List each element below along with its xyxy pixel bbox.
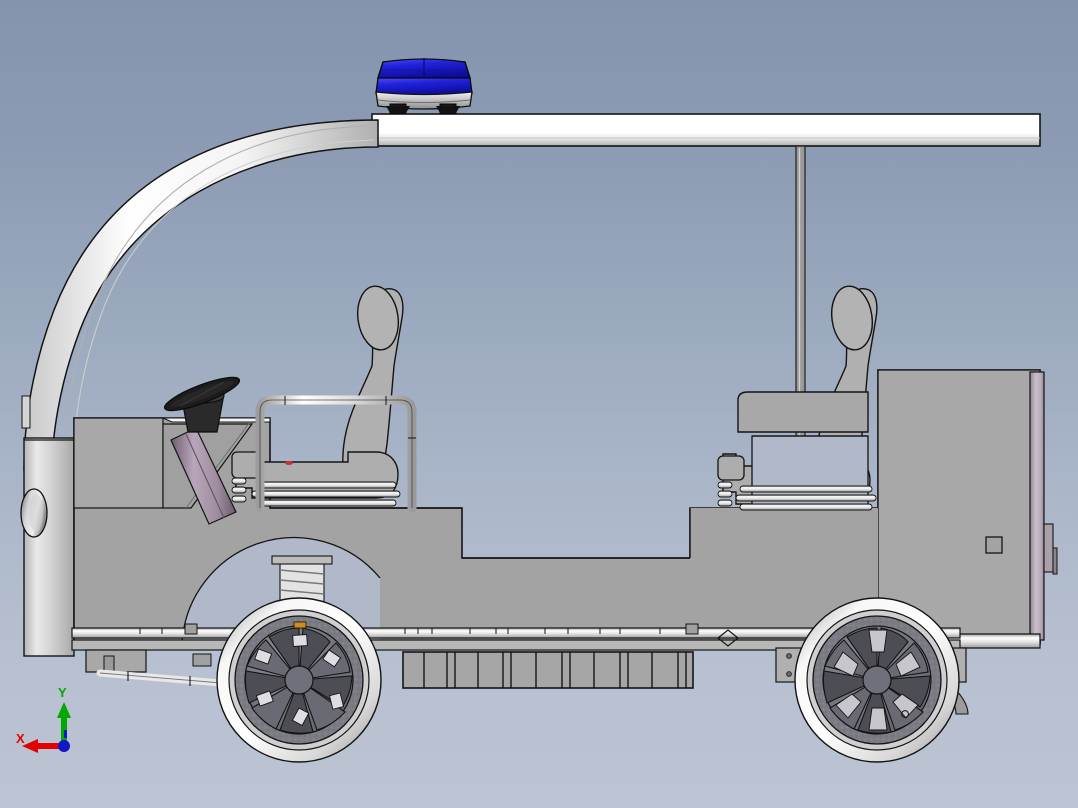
chassis-rail — [71, 627, 961, 639]
rear-wheel — [794, 597, 960, 763]
warning-light-bar — [375, 58, 473, 114]
battery-box — [402, 651, 694, 689]
rear-bumper — [1029, 371, 1045, 641]
passenger-seat — [717, 285, 878, 511]
axis-label-x: X — [16, 731, 25, 746]
front-wheel — [216, 597, 382, 763]
seat-slide-rails — [231, 477, 401, 507]
axis-label-y: Y — [58, 685, 67, 700]
driver-seat — [231, 285, 404, 507]
seat-marker-dot — [285, 461, 293, 465]
steering-assembly — [163, 376, 241, 525]
grab-rail — [255, 395, 417, 513]
access-latch — [985, 536, 1003, 554]
rear-seat-slide-rails — [717, 481, 877, 511]
coordinate-triad[interactable] — [22, 702, 71, 753]
canopy-roof — [371, 113, 1041, 147]
